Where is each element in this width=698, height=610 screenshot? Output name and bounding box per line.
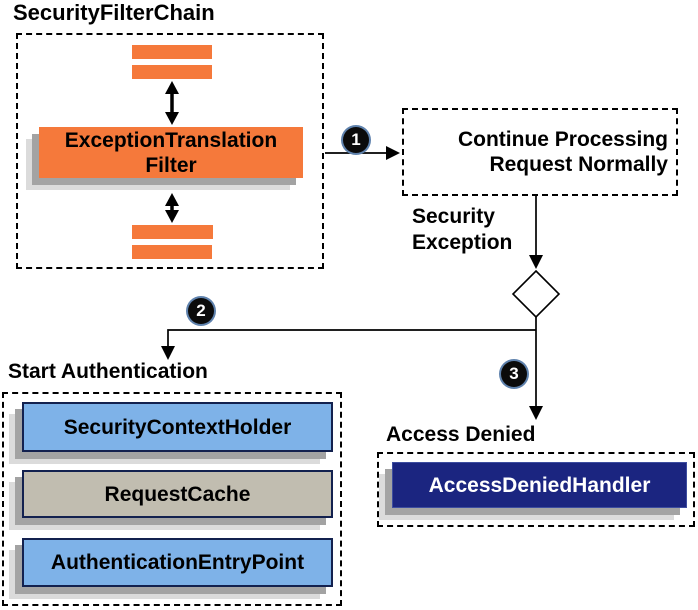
security-filter-chain-box bbox=[16, 33, 324, 269]
security-context-holder-box: SecurityContextHolder bbox=[22, 402, 333, 452]
exception-translation-filter-label-line2: Filter bbox=[145, 153, 197, 177]
exception-translation-filter-box: ExceptionTranslation Filter bbox=[39, 127, 303, 178]
access-denied-box bbox=[377, 452, 695, 527]
step3-arrow bbox=[529, 317, 543, 420]
filter-bar-icon bbox=[132, 45, 212, 59]
start-authentication-label: Start Authentication bbox=[8, 360, 208, 383]
continue-processing-label-line1: Continue Processing bbox=[457, 128, 668, 151]
step-1-badge: 1 bbox=[343, 127, 369, 153]
continue-processing-box: Continue Processing Request Normally bbox=[402, 108, 678, 196]
security-exception-arrow bbox=[529, 196, 543, 269]
filter-bar-icon bbox=[132, 245, 212, 259]
step2-arrow bbox=[161, 329, 536, 360]
decision-diamond-icon bbox=[511, 269, 561, 319]
authentication-entry-point-box: AuthenticationEntryPoint bbox=[22, 538, 333, 587]
access-denied-handler-box: AccessDeniedHandler bbox=[392, 462, 687, 508]
continue-processing-label-line2: Request Normally bbox=[489, 153, 668, 176]
request-cache-box: RequestCache bbox=[22, 470, 333, 518]
security-exception-label: Security Exception bbox=[412, 205, 513, 254]
start-authentication-box bbox=[2, 392, 342, 606]
security-filter-chain-label: SecurityFilterChain bbox=[13, 0, 215, 25]
step-3-badge: 3 bbox=[501, 361, 527, 387]
step-2-badge: 2 bbox=[188, 298, 214, 324]
exception-translation-filter-label-line1: ExceptionTranslation bbox=[64, 128, 278, 152]
filter-bar-icon bbox=[132, 65, 212, 79]
access-denied-label: Access Denied bbox=[386, 423, 536, 446]
filter-bar-icon bbox=[132, 225, 213, 239]
